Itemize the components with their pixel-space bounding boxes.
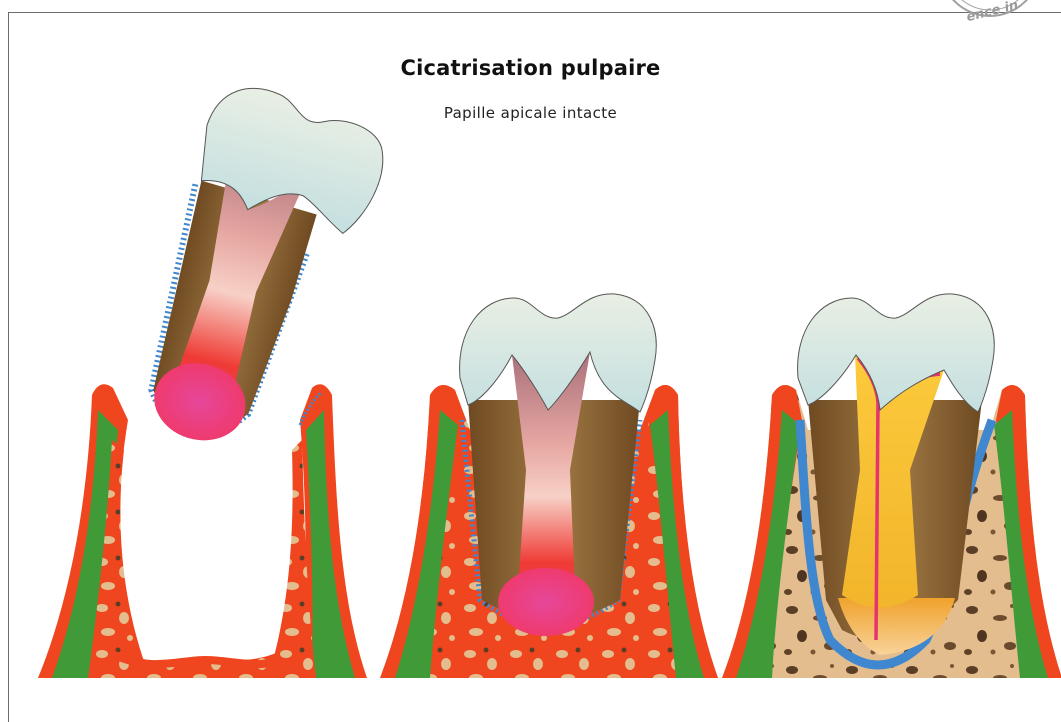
- panel-extraction: [38, 78, 394, 678]
- panel-replantation: [380, 294, 718, 678]
- socket-wall-right: [268, 384, 367, 678]
- extracted-tooth: [132, 78, 394, 468]
- panel-cicatrisation: [722, 294, 1061, 678]
- apical-papilla: [498, 568, 594, 636]
- crown-enamel: [460, 294, 657, 412]
- crown-enamel: [798, 294, 995, 412]
- socket-wall-left: [38, 384, 150, 678]
